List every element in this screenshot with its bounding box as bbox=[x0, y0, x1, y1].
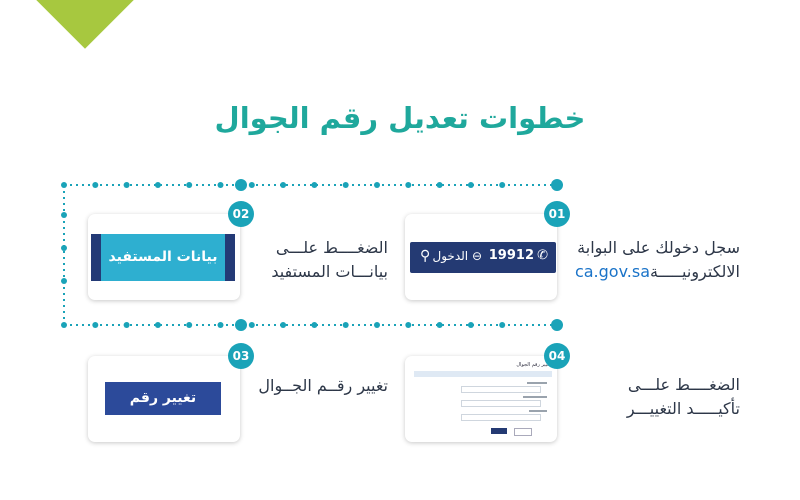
phone-icon: ✆ bbox=[537, 248, 548, 263]
login-link[interactable]: ⊖ الدخول bbox=[432, 249, 482, 263]
connector-dot bbox=[342, 182, 349, 188]
step-01-card: ✆ 19912 ⊖ الدخول ⚲ bbox=[405, 214, 557, 300]
step-01-line1: سجل دخولك على البوابة bbox=[577, 238, 740, 257]
connector-dot bbox=[311, 322, 318, 328]
search-icon[interactable]: ⚲ bbox=[420, 248, 431, 264]
change-mobile-button[interactable]: تغيير رقم الجوال bbox=[105, 382, 221, 439]
connector-dot bbox=[248, 322, 255, 328]
mini-label bbox=[523, 396, 547, 398]
step-01-text: سجل دخولك على البوابة الالكترونيـــــةca… bbox=[565, 236, 740, 284]
connector-dot bbox=[92, 182, 99, 188]
step-01-line2-prefix: الالكترونيـــــة bbox=[650, 262, 740, 281]
connector-dot bbox=[217, 322, 224, 328]
mini-field bbox=[461, 400, 541, 407]
connector-dot bbox=[280, 182, 287, 188]
login-arrow-icon: ⊖ bbox=[471, 249, 482, 263]
connector-dot bbox=[342, 322, 349, 328]
connector-dot bbox=[186, 322, 193, 328]
connector-dot bbox=[92, 322, 99, 328]
connector-dot bbox=[499, 182, 506, 188]
connector-dot bbox=[499, 322, 506, 328]
mini-form-strip bbox=[414, 371, 552, 377]
connector-dot bbox=[405, 182, 412, 188]
mini-field bbox=[461, 414, 541, 421]
mini-field bbox=[461, 386, 541, 393]
beneficiary-data-label: بيانات المستفيد bbox=[108, 249, 218, 265]
step-01-line2: الالكترونيـــــةca.gov.sa bbox=[565, 260, 740, 284]
step-02-card: بيانات المستفيد bbox=[88, 214, 240, 300]
mini-confirm-button[interactable] bbox=[491, 428, 507, 434]
step-02-line2: بيانـــات المستفيد bbox=[271, 262, 388, 281]
connector-dot bbox=[61, 212, 67, 218]
connector-dot bbox=[217, 182, 224, 188]
page-title: خطوات تعديل رقم الجوال bbox=[214, 101, 586, 135]
connector-dot bbox=[123, 182, 130, 188]
connector-dot bbox=[61, 322, 67, 328]
step-01-badge: 01 bbox=[544, 201, 570, 227]
step-03-line1: تغيير رقــم الجــوال bbox=[258, 376, 388, 395]
step-03-badge: 03 bbox=[228, 343, 254, 369]
connector-dot bbox=[154, 182, 161, 188]
step-02-text: الضغــــط علـــى بيانـــات المستفيد bbox=[248, 236, 388, 284]
connector-dot bbox=[374, 322, 380, 328]
step-02-line1: الضغــــط علـــى bbox=[275, 238, 388, 257]
connector-dot bbox=[248, 182, 255, 188]
step-04-line2: تأكيـــــد التغييـــر bbox=[626, 399, 740, 418]
mini-form-title: تغيير رقم الجوال bbox=[516, 362, 551, 368]
login-label: الدخول bbox=[432, 249, 469, 263]
connector-dot bbox=[436, 182, 443, 188]
mini-label bbox=[529, 410, 547, 412]
step-04-badge: 04 bbox=[544, 343, 570, 369]
mini-cancel-button[interactable] bbox=[514, 428, 532, 436]
connector-dot bbox=[467, 322, 474, 328]
hotline-number: 19912 bbox=[488, 248, 534, 263]
connector-dot bbox=[405, 322, 412, 328]
portal-url: ca.gov.sa bbox=[574, 262, 651, 281]
button-stripe-right bbox=[225, 234, 235, 281]
mini-label bbox=[527, 382, 547, 384]
connector-dot bbox=[61, 182, 67, 188]
connector-dot bbox=[154, 322, 161, 328]
connector-dot bbox=[186, 182, 193, 188]
button-stripe-left bbox=[91, 234, 101, 281]
step-04-line1: الضغــــط علـــى bbox=[627, 375, 740, 394]
connector-dot bbox=[374, 182, 380, 188]
step-04-card: تغيير رقم الجوال bbox=[405, 356, 557, 442]
connector-dot bbox=[280, 322, 287, 328]
connector-dot bbox=[467, 182, 474, 188]
connector-dot bbox=[436, 322, 443, 328]
beneficiary-data-button[interactable]: بيانات المستفيد bbox=[91, 234, 235, 281]
connector-dot bbox=[61, 245, 67, 251]
confirm-change-form-thumbnail: تغيير رقم الجوال bbox=[411, 360, 555, 440]
step-03-text: تغيير رقــم الجــوال bbox=[248, 374, 388, 398]
connector-dot bbox=[61, 278, 67, 284]
step-02-badge: 02 bbox=[228, 201, 254, 227]
connector-dot bbox=[311, 182, 318, 188]
step-04-text: الضغــــط علـــى تأكيـــــد التغييـــر bbox=[565, 373, 740, 421]
portal-login-bar: ✆ 19912 ⊖ الدخول ⚲ bbox=[410, 242, 556, 273]
connector-dot bbox=[123, 322, 130, 328]
step-03-card: تغيير رقم الجوال bbox=[88, 356, 240, 442]
